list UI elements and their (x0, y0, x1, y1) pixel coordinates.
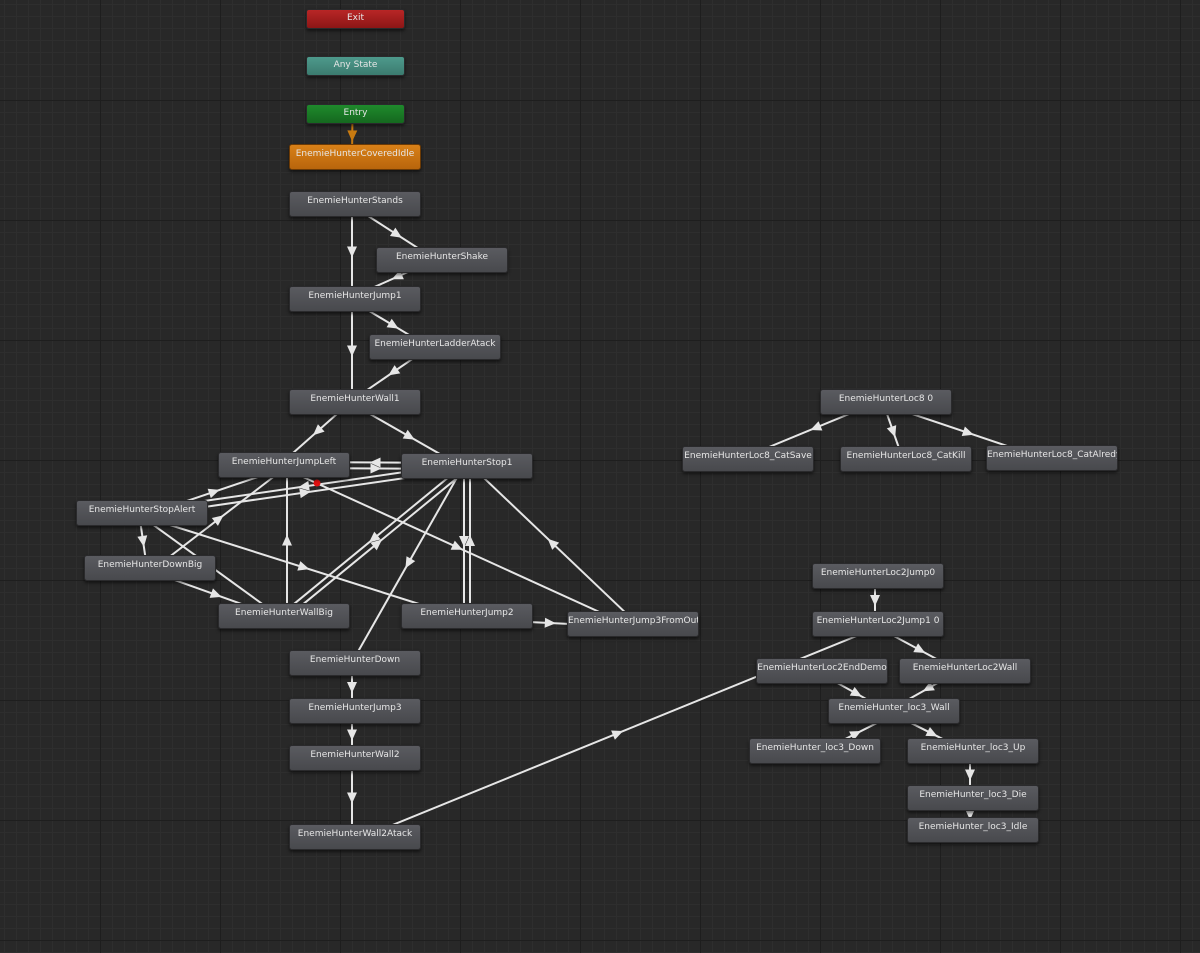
state-jump-left[interactable]: EnemieHunterJumpLeft (218, 452, 350, 478)
state-loc8-0[interactable]: EnemieHunterLoc8 0 (820, 389, 952, 415)
transition-arrow-icon (368, 531, 381, 543)
transition-arrow-icon (405, 556, 416, 569)
transition-arrow-icon (207, 488, 220, 499)
state-loc8-cat-already-saved[interactable]: EnemieHunterLoc8_CatAlredySaved (986, 445, 1118, 471)
state-loc8-cat-save[interactable]: EnemieHunterLoc8_CatSave (682, 446, 814, 472)
transition-arrow-icon (299, 488, 311, 499)
state-any-state[interactable]: Any State (306, 56, 405, 76)
state-wall1[interactable]: EnemieHunterWall1 (289, 389, 421, 415)
transition-arrow-icon (282, 534, 292, 546)
transition-arrow-icon (298, 480, 310, 491)
state-loc3-down[interactable]: EnemieHunter_loc3_Down (749, 738, 881, 764)
transition-arrow-icon (209, 588, 222, 598)
transition-arrow-icon (369, 457, 381, 468)
state-loc3-idle[interactable]: EnemieHunter_loc3_Idle (907, 817, 1039, 843)
transition-arrow-icon (402, 429, 415, 440)
state-loc2-jump1-0[interactable]: EnemieHunterLoc2Jump1 0 (812, 611, 944, 637)
transition-arrow-icon (370, 463, 382, 474)
state-loc2-end-demo[interactable]: EnemieHunterLoc2EndDemo (756, 658, 888, 684)
state-wall-big[interactable]: EnemieHunterWallBig (218, 603, 350, 629)
transition-arrow-icon (810, 421, 823, 431)
state-jump2[interactable]: EnemieHunterJump2 (401, 603, 533, 629)
state-stop-alert[interactable]: EnemieHunterStopAlert (76, 500, 208, 526)
transition-arrow-icon (391, 270, 404, 280)
transition-arrow-icon (388, 365, 401, 376)
transition-arrow-icon (465, 535, 475, 546)
transition-arrow-icon (347, 246, 357, 258)
transition-arrow-icon (611, 730, 624, 740)
transition-arrow-icon (347, 345, 357, 357)
state-ladder-atack[interactable]: EnemieHunterLadderAtack (369, 334, 501, 360)
state-wall2-atack[interactable]: EnemieHunterWall2Atack (289, 824, 421, 850)
state-loc3-wall[interactable]: EnemieHunter_loc3_Wall (828, 698, 960, 724)
transition-arrow-icon (313, 424, 325, 436)
state-loc8-cat-kill[interactable]: EnemieHunterLoc8_CatKill (840, 446, 972, 472)
state-covered-idle[interactable]: EnemieHunterCoveredIdle (289, 144, 421, 170)
transition-arrow-icon (965, 769, 975, 781)
transition-arrow-icon (886, 425, 897, 438)
state-jump3-from-outside[interactable]: EnemieHunterJump3FromOutside (567, 611, 699, 637)
transition-arrow-icon (211, 515, 224, 526)
state-down-big[interactable]: EnemieHunterDownBig (84, 555, 216, 581)
state-loc3-up[interactable]: EnemieHunter_loc3_Up (907, 738, 1039, 764)
state-entry[interactable]: Entry (306, 104, 405, 124)
transition-arrow-icon (965, 809, 975, 820)
transition-arrow-icon (347, 682, 357, 693)
transition-arrow-icon (925, 726, 938, 737)
transition-arrow-icon (961, 426, 974, 436)
transition-arrow-icon (389, 227, 402, 238)
transition-arrow-icon (913, 643, 926, 653)
transition-arrow-icon (137, 535, 148, 547)
state-exit[interactable]: Exit (306, 9, 405, 29)
transition-arrow-icon (450, 540, 463, 550)
state-jump1[interactable]: EnemieHunterJump1 (289, 286, 421, 312)
transition-arrow-icon (347, 729, 357, 741)
transition-arrow-icon (459, 536, 469, 547)
transition-arrow-icon (347, 130, 358, 142)
transition-arrow-icon (370, 539, 383, 551)
state-stands[interactable]: EnemieHunterStands (289, 191, 421, 217)
transition-arrow-icon (870, 595, 880, 606)
transition-arrow-icon (849, 686, 862, 697)
transition-arrow-icon (544, 617, 556, 628)
transition-arrow-icon (297, 561, 310, 571)
state-wall2[interactable]: EnemieHunterWall2 (289, 745, 421, 771)
transition-arrow-icon (547, 538, 560, 550)
state-loc2-jump0[interactable]: EnemieHunterLoc2Jump0 (812, 563, 944, 589)
transition-arrow-icon (922, 681, 935, 692)
state-shake[interactable]: EnemieHunterShake (376, 247, 508, 273)
breakpoint-marker-icon (313, 479, 321, 487)
state-loc3-die[interactable]: EnemieHunter_loc3_Die (907, 785, 1039, 811)
transition-arrow-icon (386, 318, 399, 329)
state-jump3[interactable]: EnemieHunterJump3 (289, 698, 421, 724)
transition-arrow-icon (849, 730, 862, 741)
state-stop1[interactable]: EnemieHunterStop1 (401, 453, 533, 479)
state-down[interactable]: EnemieHunterDown (289, 650, 421, 676)
transition-arrow-icon (347, 792, 357, 804)
state-loc2-wall[interactable]: EnemieHunterLoc2Wall (899, 658, 1031, 684)
